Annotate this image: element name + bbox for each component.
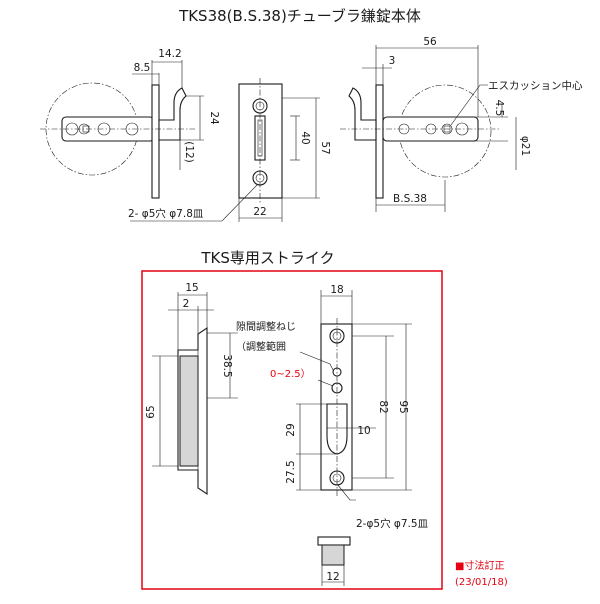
dim-2: 2 [183,298,190,310]
adjust-range: 0~2.5） [270,368,311,380]
faceplate-right [375,84,384,199]
dim-4-5: 4.5 [493,100,505,117]
dim-40: 40 [299,131,311,144]
dim-27-5: 27.5 [285,460,297,483]
lock-body-left-view: 14.2 8.5 24 (12) [40,48,220,199]
gap-screw-label: 隙間調整ねじ [236,320,296,333]
gap-leader-1 [299,351,334,371]
dim-3: 3 [389,55,396,67]
dim-phi21: φ21 [519,136,531,156]
dim-24: 24 [208,111,220,125]
dim-12-strike: 12 [326,571,339,583]
dim-12: (12) [183,141,195,163]
dim-22: 22 [253,206,266,218]
strike-bottom-view: 12 [317,536,351,586]
leader-line [130,183,259,222]
strike-frame [141,270,443,590]
door-outline-circle-right [398,84,492,178]
hole-leader [336,483,356,501]
lock-body-front-view: 40 57 22 2- φ5穴 φ7.8皿 [128,78,331,222]
strike-side-view: 15 2 38.5 65 [145,282,238,496]
main-title: TKS38(B.S.38)チューブラ鎌錠本体 [178,7,421,25]
strike-title: TKS専用ストライク [200,249,334,267]
dim-82: 82 [377,400,389,413]
gap-screw-range-label: （調整範囲 [236,340,286,353]
gap-leader-2 [317,379,334,387]
dim-18: 18 [330,284,343,296]
strike-bottom-plate [317,536,351,546]
dim-8-5: 8.5 [134,62,151,74]
strike-front-view: 18 隙間調整ねじ （調整範囲 0~2.5） 29 10 82 95 27.5 … [236,284,429,530]
dim-14-2: 14.2 [158,48,181,60]
strike-bottom-box [321,544,345,566]
strike-box [179,355,199,467]
hole-note-strike: 2-φ5穴 φ7.5皿 [356,517,429,530]
dim-56: 56 [423,36,437,48]
escutcheon-label: エスカッション中心 [488,79,583,92]
lock-body-right-view: 56 3 エスカッション中心 4.5 φ21 B.S.38 [340,36,583,212]
hole-note-main: 2- φ5穴 φ7.8皿 [128,207,204,220]
revision-label: ■寸法訂正 [455,559,504,572]
dim-29: 29 [285,423,297,436]
dim-57: 57 [319,141,331,154]
hook-bolt-right [348,87,377,141]
dim-38-5: 38.5 [221,354,233,377]
dim-65: 65 [145,405,157,418]
dim-95: 95 [397,400,409,413]
dim-15: 15 [185,282,198,294]
faceplate [151,84,160,199]
revision-date: (23/01/18) [455,577,508,588]
dim-10: 10 [357,425,370,437]
escutcheon-leader [450,84,488,126]
dim-bs38: B.S.38 [393,193,427,205]
hook-bolt [158,87,187,141]
